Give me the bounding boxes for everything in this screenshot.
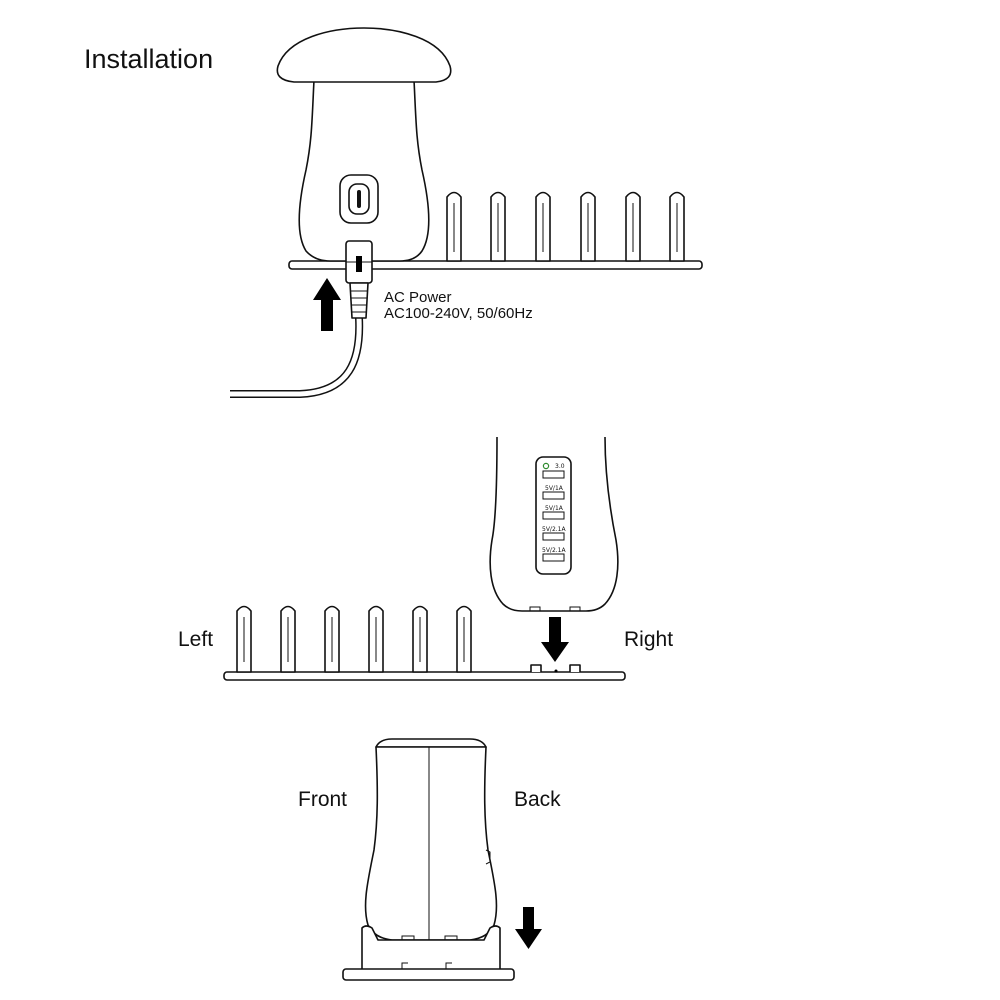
usb-port-3 (542, 511, 565, 520)
figure-3-front-back (342, 738, 542, 981)
ac-plug (345, 240, 373, 319)
usb-port-2 (542, 491, 565, 500)
arrow-down-icon-2 (515, 907, 542, 949)
base-plate-3 (342, 968, 515, 981)
qc-label: 3.0 (555, 463, 565, 470)
figure-2-placement: 3.0 5V/1A 5V/1A 5V/2.1A 5V/2.1A (223, 436, 626, 681)
quick-charge-icon (542, 462, 550, 470)
label-left: Left (178, 628, 214, 651)
port-label-4: 5V/2.1A (542, 526, 566, 533)
usb-port-panel (535, 456, 572, 575)
lamp-body (298, 79, 430, 262)
arrow-down-icon (541, 617, 569, 662)
label-right: Right (624, 628, 674, 651)
usb-port-5 (542, 553, 565, 562)
port-label-5: 5V/2.1A (542, 547, 566, 554)
port-label-2: 5V/1A (545, 485, 564, 492)
arrow-up-icon (313, 278, 341, 331)
ac-power-label: AC Power (384, 289, 452, 306)
label-front: Front (298, 788, 348, 811)
ac-power-spec: AC100-240V, 50/60Hz (384, 305, 533, 322)
figure-1-assembled-lamp (230, 27, 703, 398)
divider-pegs-top (446, 191, 685, 262)
divider-pegs-bottom (236, 605, 472, 673)
lamp-cap (276, 27, 452, 83)
usb-port-1 (542, 470, 565, 479)
usb-port-4 (542, 532, 565, 541)
base-pedestal (361, 925, 501, 971)
port-label-3: 5V/1A (545, 505, 564, 512)
label-back: Back (514, 788, 561, 811)
diagram-title: Installation (84, 44, 214, 74)
lamp-body-front (364, 746, 498, 941)
cap-top (375, 738, 487, 748)
base-plate-2 (223, 671, 626, 681)
